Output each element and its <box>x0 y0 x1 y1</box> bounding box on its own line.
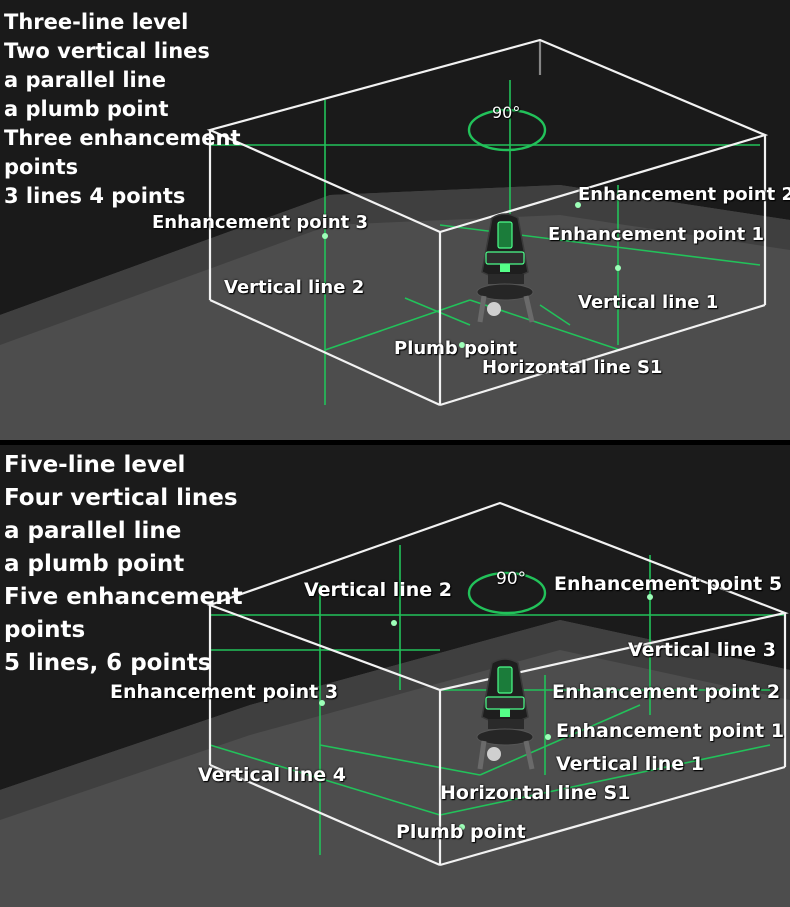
floor-laser-line-right <box>439 744 771 816</box>
label-enhancement-point-5: Enhancement point 5 <box>554 573 783 595</box>
laser-points <box>322 202 621 348</box>
label-enhancement-point-1: Enhancement point 1 <box>548 224 765 245</box>
label-enhancement-point-3: Enhancement point 3 <box>152 212 369 233</box>
label-plumb-point: Plumb point <box>396 821 526 843</box>
description-line: Three enhancement <box>4 126 241 150</box>
floor-laser-line-diag <box>479 704 641 776</box>
description-line: Three-line level <box>4 10 189 34</box>
floor-laser-line-center <box>404 297 471 326</box>
floor-shadow <box>0 185 790 345</box>
label-vertical-line-2: Vertical line 2 <box>224 277 365 298</box>
label-vertical-line-2: Vertical line 2 <box>304 579 453 601</box>
five-line-level-panel: Five-line level Four vertical lines a pa… <box>0 445 790 907</box>
label-enhancement-point-2: Enhancement point 2 <box>552 681 781 703</box>
ninety-degree-ring <box>467 571 547 615</box>
laser-level-device-icon <box>476 658 535 770</box>
floor-laser-line-left <box>209 744 441 816</box>
label-plumb-point: Plumb point <box>394 338 517 359</box>
floor-laser-line-short <box>539 304 571 326</box>
floor-laser-line-left <box>324 299 471 351</box>
ninety-degree-ring <box>467 108 547 152</box>
five-line-description: Five-line level Four vertical lines a pa… <box>4 449 243 680</box>
five-line-room-illustration <box>0 501 790 907</box>
angle-label: 90° <box>496 569 527 589</box>
label-vertical-line-1: Vertical line 1 <box>578 292 719 313</box>
description-line: points <box>4 617 86 643</box>
description-line: points <box>4 155 79 179</box>
label-enhancement-point-3: Enhancement point 3 <box>110 681 339 703</box>
laser-points <box>319 594 653 830</box>
description-line: Two vertical lines <box>4 39 210 63</box>
label-enhancement-point-1: Enhancement point 1 <box>556 720 785 742</box>
description-line: 3 lines 4 points <box>4 184 186 208</box>
room-box-wireframe <box>206 501 789 867</box>
description-line: a plumb point <box>4 551 185 577</box>
label-enhancement-point-2: Enhancement point 2 <box>578 184 790 205</box>
label-vertical-line-4: Vertical line 4 <box>198 764 347 786</box>
laser-level-device-icon <box>476 213 535 323</box>
description-line: a parallel line <box>4 518 182 544</box>
label-vertical-line-1: Vertical line 1 <box>556 753 705 775</box>
label-horizontal-line-s1: Horizontal line S1 <box>440 782 631 804</box>
label-vertical-line-3: Vertical line 3 <box>628 639 777 661</box>
description-line: a plumb point <box>4 97 169 121</box>
three-line-level-panel: Three-line level Two vertical lines a pa… <box>0 0 790 440</box>
description-line: Five-line level <box>4 452 186 478</box>
label-horizontal-line-s1: Horizontal line S1 <box>482 357 663 378</box>
laser-lines <box>209 545 785 855</box>
room-box-wireframe <box>206 38 769 407</box>
panel-divider <box>0 440 790 445</box>
description-line: 5 lines, 6 points <box>4 650 212 676</box>
three-line-description: Three-line level Two vertical lines a pa… <box>4 8 241 211</box>
description-line: Four vertical lines <box>4 485 238 511</box>
description-line: Five enhancement <box>4 584 243 610</box>
description-line: a parallel line <box>4 68 166 92</box>
floor-laser-line-center <box>319 744 481 776</box>
three-line-room-illustration <box>0 38 790 440</box>
angle-label: 90° <box>492 103 521 122</box>
floor-surface <box>0 620 790 907</box>
